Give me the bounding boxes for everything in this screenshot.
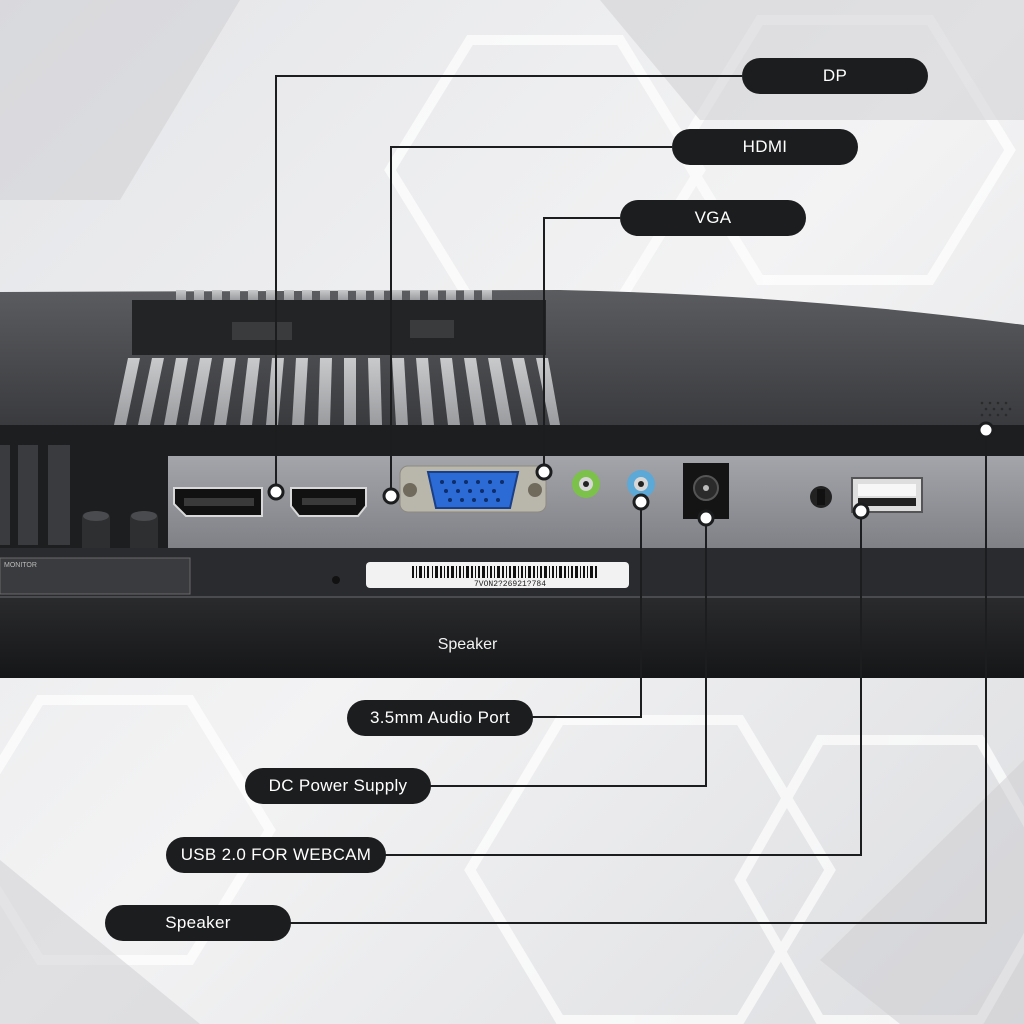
callout-hdmi: HDMI	[672, 129, 858, 165]
audio-port	[627, 470, 655, 498]
audio-out-green-port	[572, 470, 600, 498]
vent-bottom	[114, 358, 560, 425]
rating-label	[0, 557, 191, 595]
leader-hdmi	[390, 146, 672, 496]
io-panel	[168, 456, 1024, 548]
leader-dc	[428, 518, 707, 787]
callout-speaker: Speaker	[105, 905, 291, 941]
rear-label-text: MONITOR	[4, 562, 37, 569]
leader-usb	[383, 511, 862, 856]
kensington-hole	[810, 486, 832, 508]
speaker-grille-dots	[980, 401, 1012, 417]
callout-vga: VGA	[620, 200, 806, 236]
displayport-port	[173, 487, 263, 517]
button-knob-1	[82, 512, 110, 556]
speaker-label: Speaker	[437, 636, 498, 653]
dc-power-port	[683, 463, 729, 519]
hdmi-port	[290, 487, 367, 517]
leader-dp	[275, 75, 742, 492]
vent-top	[176, 290, 492, 300]
stand-clip-left	[232, 322, 292, 340]
leader-lines	[275, 75, 987, 924]
barcode	[412, 566, 597, 578]
leader-vga	[543, 217, 620, 472]
vga-port	[399, 465, 547, 513]
leader-speaker	[290, 430, 987, 924]
side-vents	[0, 445, 70, 545]
bottom-bezel	[0, 596, 1024, 678]
callout-audio-port: 3.5mm Audio Port	[347, 700, 533, 736]
leader-audio	[532, 502, 642, 718]
button-knob-2	[130, 512, 158, 556]
stand-clip-right	[410, 320, 454, 338]
leader-dots	[267, 421, 995, 527]
callout-dc-power: DC Power Supply	[245, 768, 431, 804]
barcode-text: 7VON2?26921?784	[473, 580, 546, 589]
callout-usb: USB 2.0 FOR WEBCAM	[166, 837, 386, 873]
stand-recess	[132, 300, 546, 355]
callout-dp: DP	[742, 58, 928, 94]
